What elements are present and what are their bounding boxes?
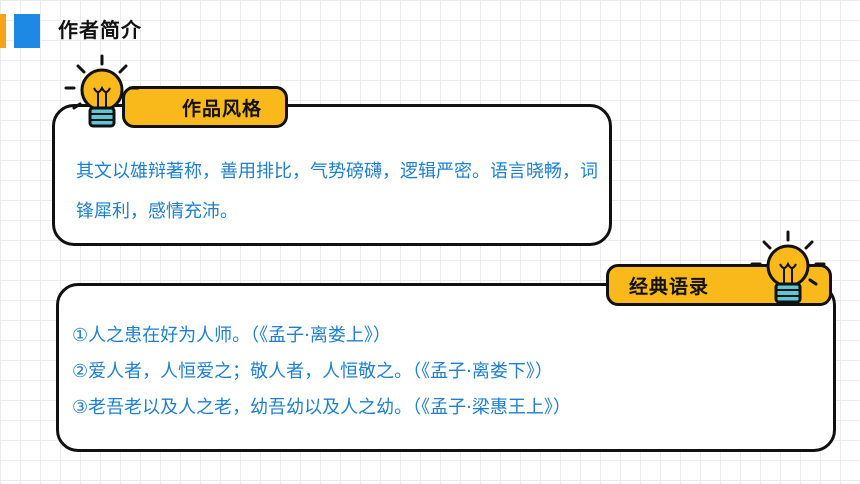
- style-section-text: 其文以雄辩著称，善用排比，气势磅礴，逻辑严密。语言晓畅，词锋犀利，感情充沛。: [76, 161, 598, 222]
- quote-item: ②爱人者，人恒爱之；敬人者，人恒敬之。（《孟子·离娄下》）: [72, 361, 553, 382]
- quote-item: ③老吾老以及人之老，幼吾幼以及人之幼。（《孟子·梁惠王上》）: [72, 397, 571, 418]
- page-title: 作者简介: [58, 18, 142, 42]
- quote-item: ①人之患在好为人师。（《孟子·离娄上》）: [72, 325, 391, 346]
- accent-bar-orange: [0, 14, 6, 48]
- lightbulb-icon: [750, 230, 826, 304]
- style-section-label: 作品风格: [122, 86, 288, 128]
- lightbulb-icon: [64, 54, 140, 128]
- quotes-list: ①人之患在好为人师。（《孟子·离娄上》） ②爱人者，人恒爱之；敬人者，人恒敬之。…: [72, 318, 812, 426]
- accent-bar-blue: [14, 14, 40, 48]
- quotes-section-box: [56, 283, 836, 452]
